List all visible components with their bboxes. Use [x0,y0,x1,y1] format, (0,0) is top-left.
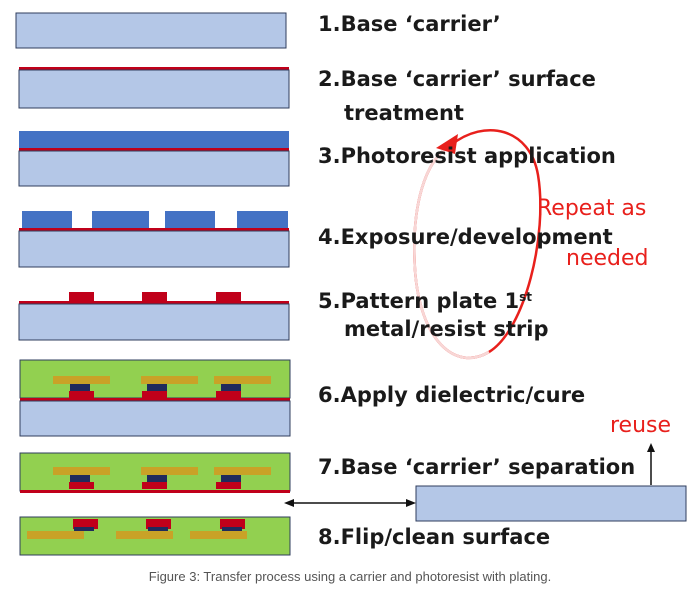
metal-pad [214,376,271,384]
metal-pad [190,531,247,539]
via [70,475,90,482]
photoresist-block [92,211,149,228]
photoresist-block [22,211,72,228]
photoresist-layer [19,131,289,148]
photoresist-block [237,211,288,228]
step-1-stack [15,12,287,49]
treatment-layer [19,148,289,151]
via [221,475,241,482]
arrowhead-up-icon [647,443,655,452]
via [74,527,94,531]
via [70,384,90,391]
metal-pad [53,376,110,384]
metal-pad [27,531,84,539]
arrowhead-right-icon [406,499,416,507]
step-3-stack [18,131,290,187]
treatment-layer [19,301,289,304]
metal-pad [216,292,241,301]
carrier-layer [18,303,290,341]
metal-trace [216,482,241,489]
figure-caption: Figure 3: Transfer process using a carri… [148,569,552,584]
arrowhead-icon [436,134,458,154]
repeat-note-line2: needed [566,246,649,271]
reuse-note: reuse [610,413,672,438]
metal-trace [69,482,94,489]
metal-pad [73,519,98,529]
treatment-layer [19,67,289,70]
metal-trace [216,391,241,398]
metal-pad [141,467,198,475]
step-7-stack [19,452,687,522]
treatment-layer [20,398,290,401]
metal-pad [142,292,167,301]
metal-trace [69,391,94,398]
carrier-layer [18,69,290,109]
metal-pad [69,292,94,301]
step-6-label: 6.Apply dielectric/cure [318,383,586,407]
via [221,384,241,391]
step-5-superscript: st [519,290,533,304]
metal-pad [214,467,271,475]
metal-pad [116,531,173,539]
metal-trace [142,482,167,489]
step-8-label: 8.Flip/clean surface [318,525,551,549]
metal-trace [142,391,167,398]
metal-pad [53,467,110,475]
repeat-note-line1: Repeat as [537,196,647,221]
photoresist-block [165,211,215,228]
step-3-label: 3.Photoresist application [318,144,616,168]
via [147,475,167,482]
via [148,527,168,531]
step-5-text: 5.Pattern plate 1 [318,289,520,313]
step-1-label: 1.Base ‘carrier’ [318,12,501,36]
carrier-layer [19,400,291,437]
step-4-label: 4.Exposure/development [318,225,613,249]
repeat-loop-fade [413,143,490,359]
metal-pad [146,519,171,529]
carrier-layer [15,12,287,49]
arrowhead-left-icon [284,499,294,507]
carrier-layer [18,150,290,187]
carrier-layer [18,230,290,268]
metal-pad [220,519,245,529]
step-5-label: 5.Pattern plate 1st [318,288,532,314]
via [147,384,167,391]
step-2-stack [18,67,290,109]
step-8-stack [19,516,291,556]
step-4-stack [18,211,290,268]
reuse-arrow [647,443,655,485]
step-7-label: 7.Base ‘carrier’ separation [318,455,636,479]
treatment-layer [20,490,290,493]
separated-carrier [415,485,687,522]
separation-arrow [284,499,416,507]
metal-pad [141,376,198,384]
step-5-label-cont: metal/resist strip [344,317,549,341]
via [222,527,242,531]
step-5-stack [18,292,290,341]
step-2-label: 2.Base ‘carrier’ surface [318,67,596,91]
treatment-layer [19,228,289,231]
step-2-label-cont: treatment [344,101,464,125]
step-6-stack [19,359,291,437]
repeat-loop [413,129,542,359]
